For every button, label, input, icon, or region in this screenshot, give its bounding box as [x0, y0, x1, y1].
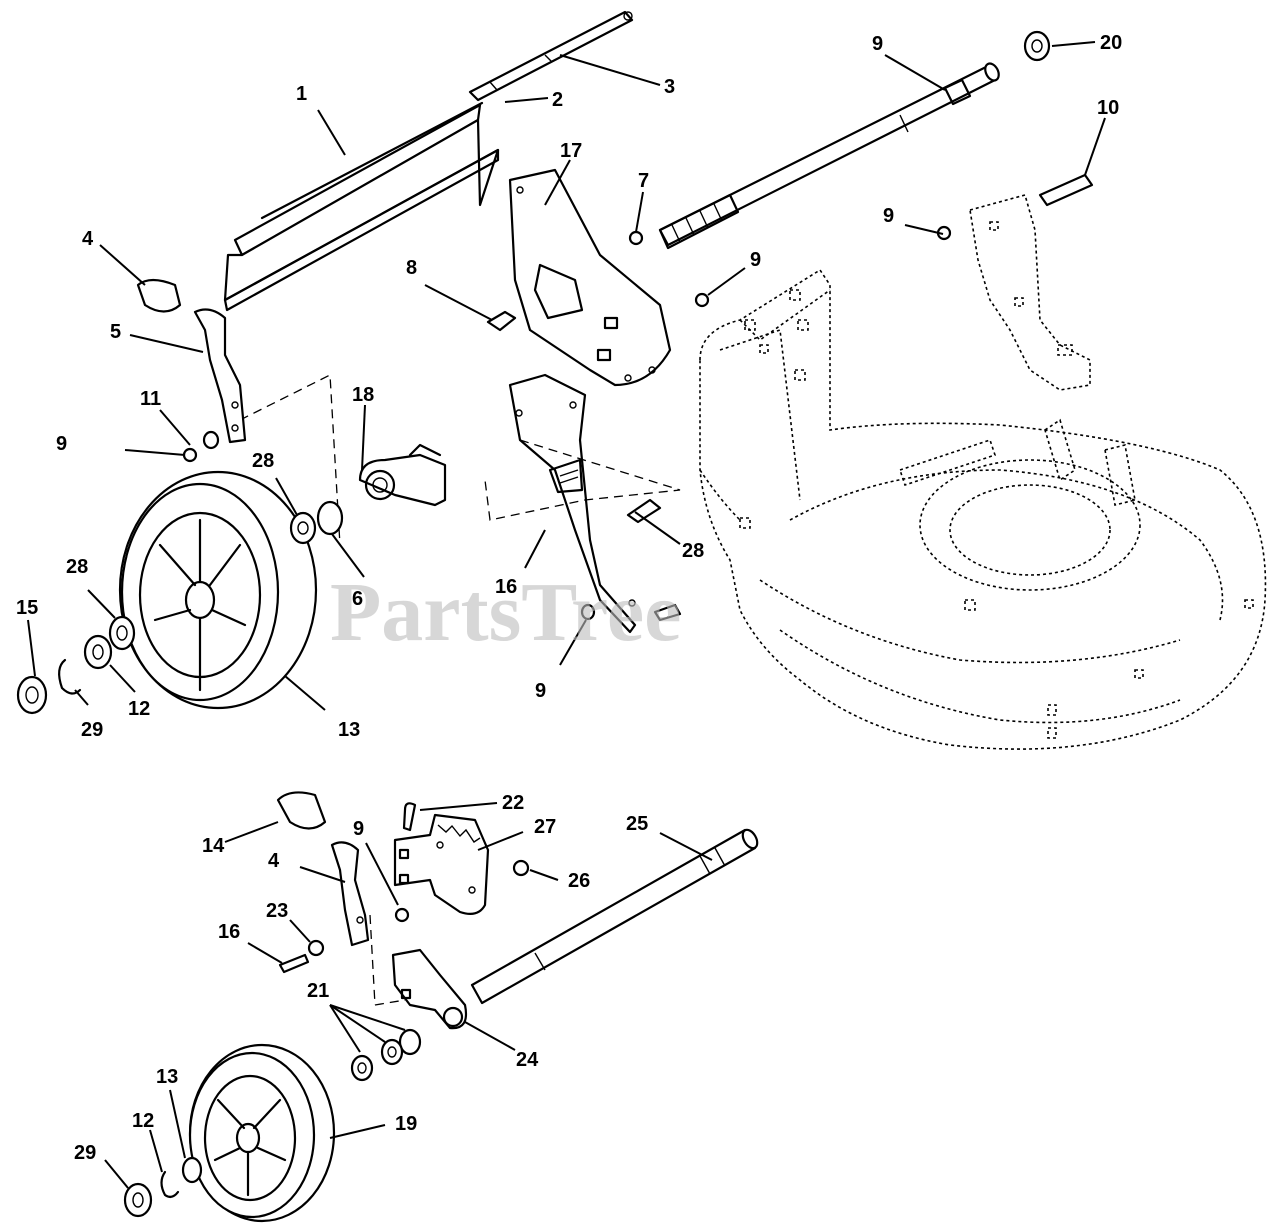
callout-3: 3	[664, 76, 675, 98]
callout-9: 9	[750, 249, 761, 271]
nut-7[interactable]	[628, 230, 644, 246]
callout-2: 2	[552, 89, 563, 111]
callout-13: 13	[156, 1066, 178, 1088]
pivot-bracket[interactable]	[358, 443, 447, 507]
callout-14: 13	[338, 719, 360, 741]
callout-11: 10	[1097, 97, 1119, 119]
callout-12: 12	[132, 1110, 154, 1132]
callout-28: 28	[66, 556, 88, 578]
washers-21[interactable]	[350, 1028, 422, 1082]
callout-9: 9	[883, 205, 894, 227]
rear-bracket-24[interactable]	[391, 948, 468, 1030]
callout-17: 16	[495, 576, 517, 598]
callout-26: 27	[534, 816, 556, 838]
washer-16-bottom[interactable]	[307, 939, 325, 957]
bolt-6[interactable]	[626, 498, 682, 622]
washer-13-bottom[interactable]	[181, 1156, 203, 1184]
height-plate-26[interactable]	[393, 813, 490, 915]
hubcap-29-left[interactable]	[16, 675, 48, 715]
rear-axle-rod[interactable]	[468, 10, 634, 102]
rear-axle-25[interactable]	[470, 827, 760, 1005]
callout-12: 29	[81, 719, 103, 741]
callout-27: 22	[502, 792, 524, 814]
callout-9: 26	[568, 870, 590, 892]
callout-18: 17	[560, 140, 582, 162]
bolt-22[interactable]	[278, 953, 310, 974]
nut-top-left[interactable]	[182, 447, 198, 463]
bolt-27[interactable]	[402, 802, 417, 832]
callout-7: 7	[638, 170, 649, 192]
callout-5: 5	[110, 321, 121, 343]
callout-29: 29	[74, 1142, 96, 1164]
mower-deck[interactable]	[699, 268, 1267, 750]
callout-8: 8	[406, 257, 417, 279]
callout-4: 4	[82, 228, 94, 250]
callout-22: 16	[218, 921, 240, 943]
callout-9: 9	[56, 433, 67, 455]
callout-16: 23	[266, 900, 288, 922]
washer-13-left[interactable]	[83, 634, 113, 670]
watermark: PartsTree	[330, 566, 681, 659]
washer-28-topright[interactable]	[1023, 30, 1051, 62]
wheel-bracket[interactable]	[508, 373, 637, 634]
height-adjust-bar[interactable]	[223, 101, 500, 312]
callout-29: 15	[16, 597, 38, 619]
callout-20: 18	[352, 384, 374, 406]
callout-25: 25	[626, 813, 648, 835]
bolt-11[interactable]	[1038, 173, 1094, 207]
callout-4: 14	[202, 835, 225, 857]
adjust-lever-top[interactable]	[193, 308, 247, 444]
bolt-8[interactable]	[486, 310, 517, 332]
callout-24: 24	[516, 1049, 539, 1071]
rear-wheel[interactable]	[188, 1043, 336, 1223]
callout-15: 6	[352, 588, 363, 610]
callout-23: 4	[268, 850, 280, 872]
hubcap-29-bottom[interactable]	[123, 1182, 153, 1218]
spacer-15[interactable]	[316, 500, 344, 536]
adjust-lever-bottom[interactable]	[330, 841, 370, 947]
callout-28: 28	[252, 450, 274, 472]
leader-lines	[27, 41, 1106, 1189]
nut-9-bottom-mid[interactable]	[394, 907, 410, 923]
front-wheel[interactable]	[118, 470, 318, 710]
callout-9: 9	[535, 680, 546, 702]
callout-19: 19	[395, 1113, 417, 1135]
callout-1: 1	[296, 83, 307, 105]
clip-12-bottom[interactable]	[160, 1170, 180, 1199]
spacer-washer-top[interactable]	[202, 430, 220, 450]
mounting-clip-bottom[interactable]	[276, 791, 327, 830]
callout-labels: 1 2 3 4 5 7 8 9 9 9 9 9 9 10 11 16 17 18…	[16, 32, 1122, 1164]
rear-right-bracket[interactable]	[969, 194, 1091, 391]
nut-9-bottom-right[interactable]	[512, 859, 530, 877]
callout-21: 21	[307, 980, 329, 1002]
washer-28-mid[interactable]	[289, 511, 317, 545]
mounting-clip[interactable]	[136, 278, 182, 313]
callout-10: 9	[872, 33, 883, 55]
washer-28-left[interactable]	[108, 615, 136, 651]
callout-28: 20	[1100, 32, 1122, 54]
nut-9-lower[interactable]	[580, 603, 596, 621]
nut-9-shaft[interactable]	[694, 292, 710, 308]
clip-12-left[interactable]	[58, 658, 82, 695]
axle-shaft[interactable]	[658, 61, 1001, 250]
callout-9: 9	[353, 818, 364, 840]
side-plate[interactable]	[508, 168, 672, 387]
callout-13: 12	[128, 698, 150, 720]
callout-6: 28	[682, 540, 704, 562]
callout-16: 11	[140, 388, 161, 410]
